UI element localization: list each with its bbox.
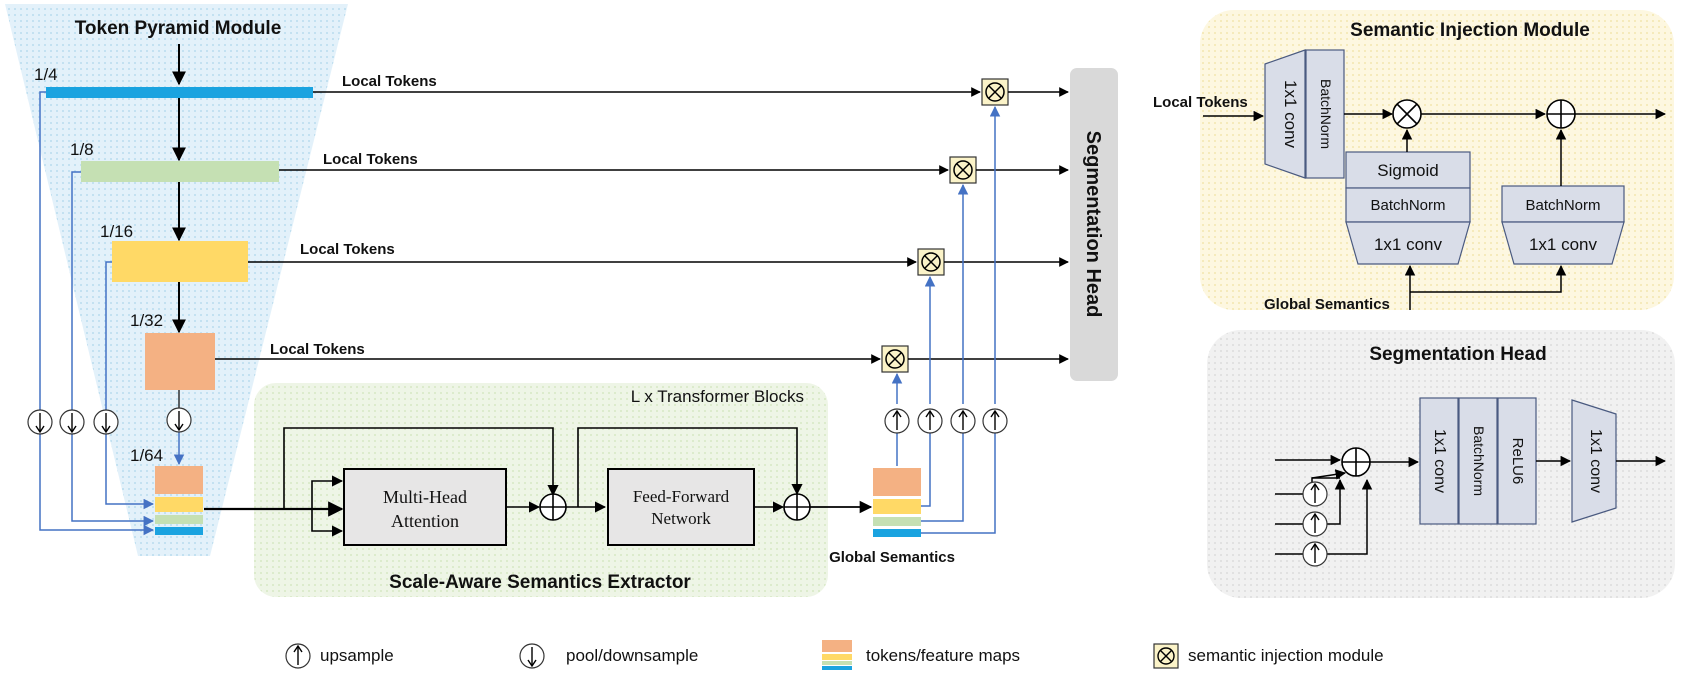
feature-map-1-4 — [46, 87, 313, 98]
pool-path-1-4 — [39, 91, 155, 536]
upsample-path-1-8 — [921, 426, 964, 522]
scale-label-1-64: 1/64 — [130, 446, 163, 465]
local-tokens-label-1-32: Local Tokens — [270, 341, 365, 358]
semantic-injection-icon — [1153, 643, 1179, 669]
sim-global-conv-left-label: 1x1 conv — [1374, 235, 1443, 254]
residual-2 — [577, 427, 803, 507]
pooled-token-stack — [155, 466, 203, 535]
transformer-blocks-label: L x Transformer Blocks — [631, 387, 804, 406]
scale-label-1-16: 1/16 — [100, 222, 133, 241]
upsample-icon — [917, 408, 943, 434]
add-icon — [1341, 447, 1371, 477]
seg-bn-label: BatchNorm — [1471, 426, 1487, 496]
feature-map-1-32 — [145, 333, 215, 390]
sim-global-conv-left — [1345, 221, 1471, 265]
seg-final-conv-label: 1x1 conv — [1587, 429, 1604, 493]
sim-global-conv-right — [1501, 221, 1625, 265]
semantic-injection-icon — [949, 156, 977, 184]
multiply-icon — [1392, 99, 1422, 129]
upsample-icon — [1302, 511, 1328, 537]
semantic-injection-icon — [881, 345, 909, 373]
segmentation-head-bar — [1070, 68, 1118, 381]
pool-path-1-16 — [105, 261, 155, 510]
local-tokens-label-1-4: Local Tokens — [342, 73, 437, 90]
sim-local-bn-label: BatchNorm — [1318, 79, 1334, 149]
mha-label-line2: Attention — [391, 511, 459, 531]
scale-label-1-32: 1/32 — [130, 311, 163, 330]
seg-final-conv — [1571, 399, 1617, 523]
sim-local-conv — [1264, 49, 1306, 179]
upsample-icon — [884, 408, 910, 434]
semantic-injection-icon — [981, 78, 1009, 106]
sim-global-bn-left-label: BatchNorm — [1370, 197, 1445, 214]
add-icon — [539, 493, 567, 521]
sim-global-up-right — [1410, 264, 1567, 293]
residual-1 — [283, 427, 559, 509]
pool-icon — [519, 643, 545, 669]
feed-forward-network-block — [607, 468, 755, 546]
feature-map-1-16 — [112, 241, 248, 282]
ffn-label-line1: Feed-Forward — [633, 487, 730, 506]
local-tokens-label-1-8: Local Tokens — [323, 151, 418, 168]
feature-map-1-8 — [81, 161, 279, 182]
legend-sim-label: semantic injection module — [1188, 646, 1384, 665]
pool-icon — [166, 407, 192, 433]
scale-label-1-8: 1/8 — [70, 140, 94, 159]
semantic-injection-icon — [917, 248, 945, 276]
scale-label-1-4: 1/4 — [34, 65, 58, 84]
upsample-path-1-16 — [921, 426, 931, 507]
sim-sigmoid-label: Sigmoid — [1377, 161, 1438, 180]
seg-relu-block — [1497, 397, 1537, 525]
seg-input-2-arrow — [1311, 469, 1347, 480]
sim-title: Semantic Injection Module — [1350, 20, 1590, 41]
upsample-path-1-4 — [921, 426, 996, 534]
sim-global-bn-right-label: BatchNorm — [1525, 197, 1600, 214]
token-pyramid-title: Token Pyramid Module — [75, 18, 282, 39]
sim-global-conv-right-label: 1x1 conv — [1529, 235, 1598, 254]
pool-icon — [27, 409, 53, 435]
add-icon — [783, 493, 811, 521]
mha-label-line1: Multi-Head — [383, 487, 467, 507]
sim-global-semantics-label: Global Semantics — [1264, 296, 1390, 313]
upsample-icon — [950, 408, 976, 434]
mha-input-v — [311, 509, 344, 537]
sim-global-bn-right — [1501, 185, 1625, 223]
global-semantics-label: Global Semantics — [829, 549, 955, 566]
local-tokens-label-1-16: Local Tokens — [300, 241, 395, 258]
global-semantics-stack — [873, 468, 921, 537]
mha-input-q — [311, 475, 344, 509]
legend-pool-label: pool/downsample — [566, 646, 698, 665]
multi-head-attention-block — [343, 468, 507, 546]
upsample-icon — [285, 643, 311, 669]
legend-upsample-label: upsample — [320, 646, 394, 665]
seg-conv-block — [1419, 397, 1459, 525]
seg-relu-label: ReLU6 — [1509, 438, 1526, 485]
pool-icon — [93, 409, 119, 435]
sase-title: Scale-Aware Semantics Extractor — [389, 572, 691, 593]
sim-global-bn-left — [1345, 187, 1471, 223]
legend-tokens-label: tokens/feature maps — [866, 646, 1020, 665]
seg-bn-block — [1458, 397, 1498, 525]
sim-local-conv-label: 1x1 conv — [1281, 80, 1300, 149]
ffn-label-line2: Network — [651, 509, 711, 528]
upsample-icon — [982, 408, 1008, 434]
seg-head-title: Segmentation Head — [1369, 344, 1546, 365]
sim-local-tokens-label: Local Tokens — [1153, 94, 1248, 111]
segmentation-head-bar-label: Segmentation Head — [1082, 131, 1104, 318]
seg-input-3 — [1275, 478, 1346, 525]
pool-icon — [59, 409, 85, 435]
upsample-icon — [1302, 481, 1328, 507]
pool-path-1-8 — [71, 171, 155, 527]
seg-conv-label: 1x1 conv — [1431, 429, 1448, 493]
legend-token-stack — [822, 640, 852, 670]
upsample-icon — [1302, 541, 1328, 567]
sim-sigmoid-block — [1345, 151, 1471, 189]
add-icon — [1546, 99, 1576, 129]
